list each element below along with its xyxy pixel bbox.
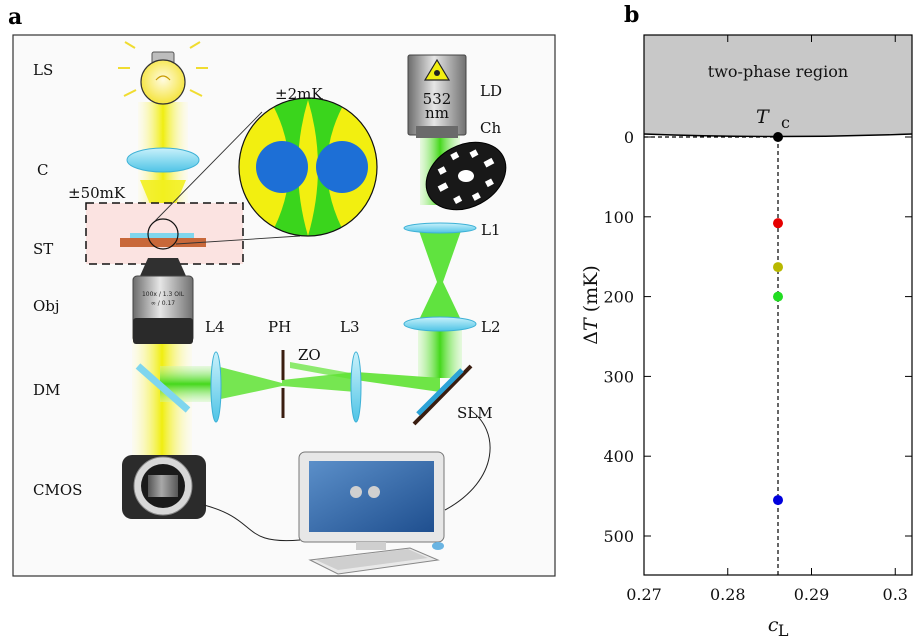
zoom-marker [147,218,179,250]
cmos-camera-icon [122,455,206,519]
data-point [773,262,783,273]
x-axis-label: c [768,614,779,636]
laser-beam-l3-ph [282,372,356,392]
two-phase-region [644,35,912,137]
lens-l2-icon [403,316,477,332]
zero-order-beam [290,362,356,380]
laser-diode-icon: 532 nm [407,54,467,138]
objective-icon: 100x / 1.3 OIL ∞ / 0.17 [132,258,194,344]
objective-spec-2: ∞ / 0.17 [151,300,175,307]
label-slm: SLM [457,404,493,422]
panel-b: b 0 100 200 300 400 500 0.27 0.28 0.29 0.3 two-pha… [580,2,913,640]
sample-holder [120,238,206,247]
label-l4: L4 [205,318,225,336]
label-cmos: CMOS [33,481,82,499]
data-point [773,291,783,302]
y-tick-label: 0 [624,128,634,147]
lens-l1-icon [403,222,477,234]
y-tick-label: 200 [603,288,634,307]
critical-temperature-label: T [756,106,770,128]
y-tick-label: 400 [603,447,634,466]
y-tick-label: 300 [603,367,634,386]
laser-wavelength: 532 [423,90,452,108]
x-axis-label-subscript: L [778,621,789,640]
x-tick-label: 0.3 [883,585,908,604]
laser-beam-focus-1 [418,228,462,282]
computer-icon [298,451,445,575]
label-st: ST [33,240,53,258]
plot-frame [643,34,913,576]
laser-unit: nm [425,104,449,122]
panel-b-label: b [624,2,639,28]
label-ph: PH [268,318,291,336]
label-ls: LS [33,61,53,79]
lens-l3-icon [350,351,362,423]
panel-a: a [8,4,556,577]
label-l2: L2 [481,318,501,336]
y-tick-label: 500 [603,527,634,546]
zoom-stability-label: ±2mK [275,85,323,103]
label-obj: Obj [33,297,60,315]
slm-icon [412,364,473,426]
label-c: C [37,161,48,179]
laser-beam-slm-l3 [356,372,440,392]
label-ch: Ch [480,119,501,137]
sample-slide [130,233,194,238]
light-source-icon [118,41,208,105]
label-l3: L3 [340,318,360,336]
x-tick-label: 0.27 [626,585,662,604]
condenser-lens-icon [126,147,200,173]
x-tick-label: 0.28 [710,585,746,604]
zoom-droplets-inset [238,97,378,237]
label-ld: LD [480,82,502,100]
critical-point [773,132,783,142]
phase-diagram-chart: 0 100 200 300 400 500 0.27 0.28 0.29 0.3 two-phase… [580,34,913,640]
label-zo: ZO [298,346,321,364]
critical-temperature-subscript: c [781,113,790,132]
x-tick-label: 0.29 [794,585,830,604]
dichroic-mirror-icon [135,363,191,413]
panel-a-label: a [8,4,22,30]
y-tick-label: 100 [603,208,634,227]
region-label: two-phase region [708,62,848,81]
y-axis-label: ΔT (mK) [580,265,602,345]
stage-stability-label: ±50mK [68,184,126,202]
laser-beam-focus-2 [418,282,462,322]
data-point [773,218,783,229]
laser-beam-ph-l4 [216,366,282,400]
label-l1: L1 [481,221,501,239]
lens-l4-icon [210,351,222,423]
data-point [773,495,783,506]
objective-spec-1: 100x / 1.3 OIL [142,291,185,298]
label-dm: DM [33,381,60,399]
chopper-wheel-icon [425,141,507,211]
